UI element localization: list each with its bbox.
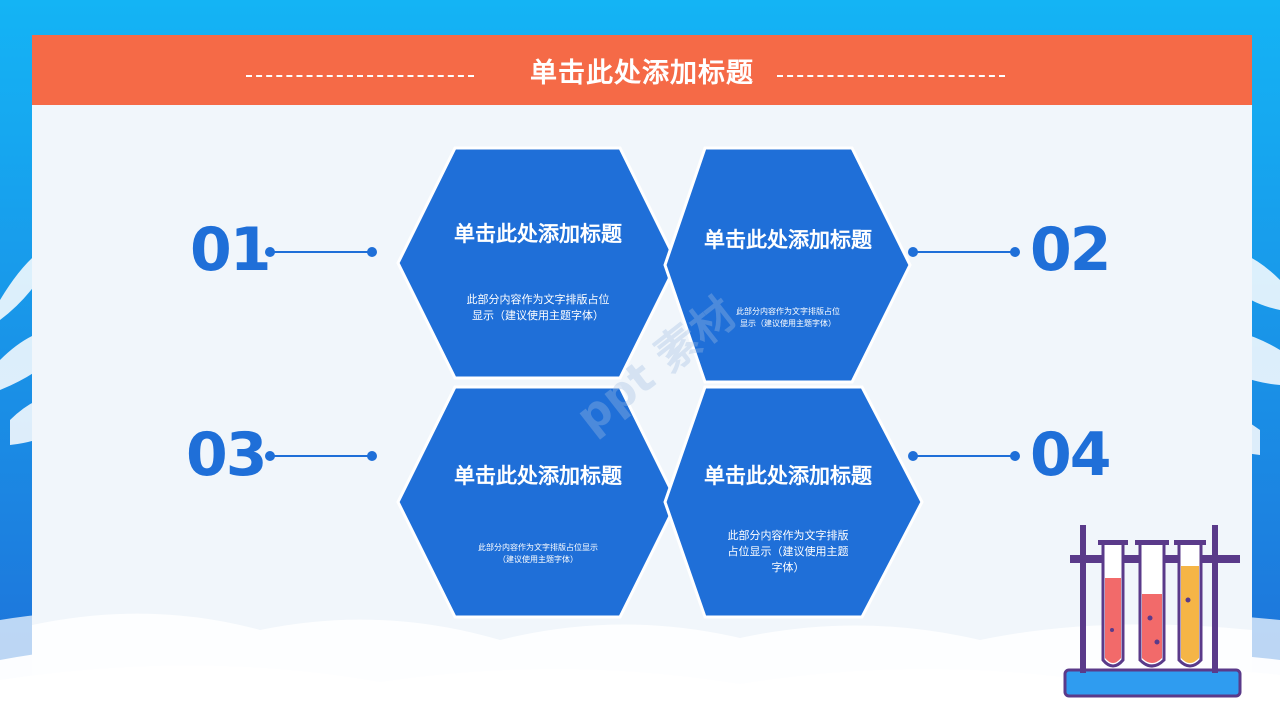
item-number-2: 02 (1030, 215, 1111, 285)
hex-4-content: 单击此处添加标题 此部分内容作为文字排版占位显示（建议使用主题字体） (668, 460, 908, 576)
item-number-3: 03 (186, 420, 267, 490)
hex-4-title[interactable]: 单击此处添加标题 (704, 463, 872, 488)
hex-2-title[interactable]: 单击此处添加标题 (704, 227, 872, 252)
hex-2-content: 单击此处添加标题 此部分内容作为文字排版占位显示（建议使用主题字体） (668, 224, 908, 330)
hex-1-body[interactable]: 此部分内容作为文字排版占位显示（建议使用主题字体） (466, 293, 610, 322)
item-number-1: 01 (190, 215, 271, 285)
hex-3-title[interactable]: 单击此处添加标题 (454, 463, 622, 488)
title-dash-left (246, 75, 474, 77)
hex-3-content: 单击此处添加标题 此部分内容作为文字排版占位显示（建议使用主题字体） (418, 460, 658, 566)
hex-2-body[interactable]: 此部分内容作为文字排版占位显示（建议使用主题字体） (736, 307, 840, 328)
hex-3-body[interactable]: 此部分内容作为文字排版占位显示（建议使用主题字体） (478, 543, 598, 564)
item-number-4: 04 (1030, 420, 1111, 490)
title-dash-right (777, 75, 1005, 77)
hex-4-body[interactable]: 此部分内容作为文字排版占位显示（建议使用主题字体） (727, 529, 849, 574)
page-title[interactable]: 单击此处添加标题 (530, 58, 754, 89)
hex-1-title[interactable]: 单击此处添加标题 (454, 221, 622, 246)
title-bar: 单击此处添加标题 (32, 35, 1252, 105)
hex-1-content: 单击此处添加标题 此部分内容作为文字排版占位显示（建议使用主题字体） (418, 218, 658, 324)
